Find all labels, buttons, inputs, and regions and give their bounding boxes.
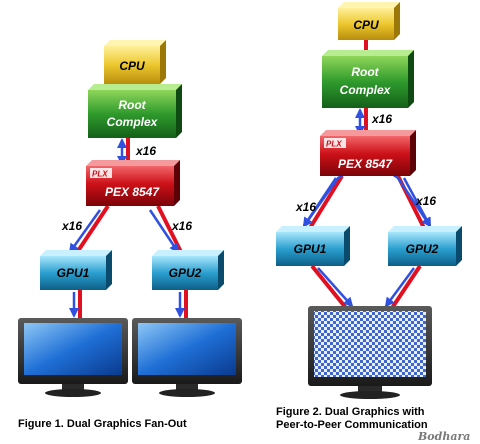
fig1-blue-arrows bbox=[68, 138, 185, 318]
fig1-pex-label: PEX 8547 bbox=[105, 185, 160, 199]
fig1-gpu1-box: GPU1 bbox=[40, 250, 112, 290]
figure-1: CPU Root Complex x16 PLX PEX 8547 x16 x1… bbox=[18, 40, 242, 430]
fig2-pex-box: PLX PEX 8547 bbox=[320, 130, 416, 176]
fig1-gpu1-label: GPU1 bbox=[57, 266, 90, 280]
fig1-root-label-1: Root bbox=[118, 98, 146, 112]
fig1-gpu2-box: GPU2 bbox=[152, 250, 224, 290]
fig2-caption-line-1: Figure 2. Dual Graphics with bbox=[276, 406, 425, 418]
fig2-cpu-box: CPU bbox=[338, 2, 400, 40]
fig1-gpu2-label: GPU2 bbox=[169, 266, 202, 280]
fig2-plx-logo bbox=[324, 138, 346, 148]
fig2-gpu1-label: GPU1 bbox=[294, 242, 327, 256]
fig2-gpu2-box: GPU2 bbox=[388, 226, 462, 266]
fig1-monitor-1-screen bbox=[24, 323, 122, 375]
fig1-caption: Figure 1. Dual Graphics Fan-Out bbox=[18, 418, 187, 430]
fig2-plx-logo-text: PLX bbox=[326, 140, 342, 149]
fig1-link-left-label: x16 bbox=[61, 219, 82, 233]
fig2-root-complex-box: Root Complex bbox=[322, 50, 414, 108]
fig1-root-label-2: Complex bbox=[107, 115, 159, 129]
fig1-plx-logo-text: PLX bbox=[92, 170, 108, 179]
fig2-link-left-label: x16 bbox=[295, 200, 316, 214]
watermark: Bodhara bbox=[417, 430, 470, 443]
fig2-pex-label: PEX 8547 bbox=[338, 157, 393, 171]
fig1-monitor-1 bbox=[18, 318, 128, 397]
fig1-link-up-label: x16 bbox=[135, 144, 156, 158]
fig2-monitor-screen bbox=[314, 311, 426, 377]
fig1-monitor-2-screen bbox=[138, 323, 236, 375]
fig1-cpu-label: CPU bbox=[119, 59, 145, 73]
fig2-root-label-2: Complex bbox=[340, 83, 392, 97]
fig2-caption-line-2: Peer-to-Peer Communication bbox=[276, 419, 428, 431]
fig1-cpu-box: CPU bbox=[104, 40, 166, 84]
fig1-root-complex-box: Root Complex bbox=[88, 84, 182, 138]
figure-2: CPU Root Complex x16 PLX PEX 8547 x16 x1… bbox=[276, 2, 462, 431]
fig2-gpu1-box: GPU1 bbox=[276, 226, 350, 266]
fig2-shared-monitor bbox=[308, 306, 432, 399]
fig1-plx-logo bbox=[90, 168, 112, 178]
fig1-pex-box: PLX PEX 8547 bbox=[86, 160, 180, 206]
fig1-link-right-label: x16 bbox=[171, 219, 192, 233]
fig2-cpu-label: CPU bbox=[353, 18, 379, 32]
fig1-monitor-2 bbox=[132, 318, 242, 397]
fig2-gpu2-label: GPU2 bbox=[406, 242, 439, 256]
fig2-root-label-1: Root bbox=[351, 65, 379, 79]
fig2-link-up-label: x16 bbox=[371, 112, 392, 126]
fig2-link-right-label: x16 bbox=[415, 194, 436, 208]
